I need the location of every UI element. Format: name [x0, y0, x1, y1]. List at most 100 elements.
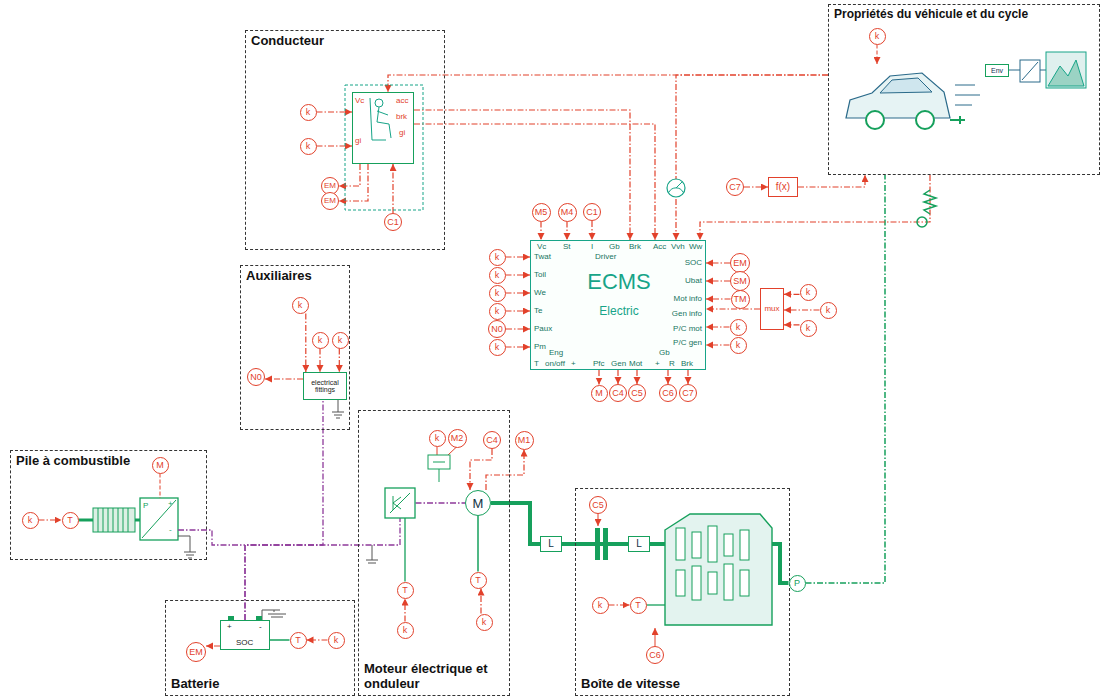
- circle-label: k: [318, 336, 323, 345]
- speed-sensor: [667, 179, 685, 197]
- gearbox-drawing: [692, 566, 701, 600]
- cycle-drawing: [1009, 52, 1086, 88]
- port-label: Gb: [659, 349, 670, 357]
- signal-circle: k: [730, 337, 747, 354]
- signal-connector: [265, 378, 303, 379]
- circle-label: k: [495, 343, 500, 352]
- signal-circle: k: [300, 104, 317, 121]
- signal-circle: k: [328, 632, 345, 649]
- signal-connector: [317, 111, 353, 112]
- signal-circle: k: [800, 284, 817, 301]
- signal-connector: [806, 175, 886, 583]
- port-label: Vc: [355, 97, 364, 105]
- circle-label: EM: [324, 197, 336, 205]
- port-label: Gb: [609, 243, 620, 251]
- signal-circle: k: [489, 267, 506, 284]
- vehicle-drawing: [950, 116, 965, 124]
- group-box: Moteur électrique et onduleurkM2C4MTkTk: [358, 410, 510, 696]
- circle-label: C6: [662, 389, 674, 398]
- group-heading: Batterie: [171, 677, 219, 692]
- gearbox-drawing: [708, 526, 717, 562]
- signal-circle: k: [489, 339, 506, 356]
- clutch-symbol: [595, 528, 600, 560]
- inverter-symbol: [366, 488, 415, 582]
- signal-circle: EM: [186, 642, 206, 662]
- fuel-cell-stack: [79, 519, 94, 522]
- signal-connector: [319, 349, 320, 373]
- signal-circle: k: [476, 614, 493, 631]
- circle-label: EM: [189, 648, 203, 657]
- circle-label: k: [435, 434, 440, 443]
- circle-label: C1: [387, 218, 399, 227]
- inverter-symbol: [390, 493, 410, 513]
- port-label: +: [227, 623, 232, 631]
- signal-connector: [339, 164, 368, 201]
- circle-label: C4: [612, 389, 624, 398]
- signal-connector: [506, 256, 531, 257]
- circle-label: EM: [733, 259, 747, 268]
- port-label: Pm: [534, 343, 546, 351]
- gearbox-drawing: [676, 570, 685, 596]
- signal-circle: TM: [731, 290, 750, 309]
- group-heading: Conducteur: [251, 34, 324, 49]
- port-label: Ww: [689, 243, 702, 251]
- circle-label: C1: [586, 208, 598, 217]
- cycle-drawing: [1009, 70, 1020, 71]
- gearbox-drawing: [740, 530, 749, 560]
- signal-connector: [317, 145, 353, 146]
- signal-circle: M: [591, 385, 608, 402]
- signal-circle: C6: [646, 646, 664, 664]
- port-label: Eng: [549, 349, 563, 357]
- signal-connector: [676, 75, 828, 240]
- port-label: P/C gen: [673, 339, 702, 347]
- fuel-cell-stack: [98, 508, 128, 532]
- group-box: Batterie+-SOCEMTk: [165, 600, 355, 696]
- gearbox-drawing: [740, 570, 749, 596]
- circle-label: N0: [491, 325, 503, 334]
- vehicle-drawing: [866, 111, 884, 129]
- inverter-symbol: [366, 545, 378, 563]
- signal-connector: [706, 262, 730, 263]
- signal-connector: [598, 370, 599, 385]
- port-label: St: [563, 243, 571, 251]
- group-box: AuxiliaireskkkN0electrical fittings: [240, 265, 350, 430]
- port-label: brk: [396, 113, 407, 121]
- port-label: +: [571, 360, 576, 368]
- circle-label: k: [298, 301, 303, 310]
- circle-label: M1: [518, 436, 531, 445]
- gearbox-drawing: [692, 532, 701, 558]
- signal-circle: k: [22, 512, 39, 529]
- clutch-symbol: [595, 514, 608, 561]
- port-label: SOC: [236, 639, 253, 647]
- signal-circle: C5: [628, 384, 646, 402]
- box-label: L: [548, 539, 554, 549]
- signal-connector: [784, 309, 820, 310]
- port-label: +: [655, 360, 660, 368]
- signal-connector: [414, 124, 655, 240]
- component-box: electrical fittings: [303, 372, 347, 400]
- signal-connector: [784, 294, 800, 295]
- signal-connector: [388, 75, 828, 92]
- signal-circle: C6: [659, 384, 677, 402]
- group-heading: Moteur électrique et onduleur: [364, 662, 504, 692]
- gain-block: [433, 462, 445, 463]
- unit-title: Electric: [599, 305, 638, 317]
- signal-connector: [706, 280, 730, 281]
- signal-circle: k: [489, 249, 506, 266]
- circle-label: k: [736, 341, 741, 350]
- gearbox-drawing: [655, 628, 656, 647]
- dc-converter: [178, 530, 245, 545]
- gearbox-drawing: [647, 514, 773, 647]
- box-label: L: [636, 539, 642, 549]
- port-label: R: [669, 360, 675, 368]
- signal-connector: [706, 344, 730, 345]
- ground-symbol: [262, 610, 286, 620]
- signal-connector: [414, 110, 630, 240]
- signal-circle: EM: [730, 253, 750, 273]
- signal-connector: [339, 164, 360, 186]
- circle-label: TM: [734, 295, 747, 304]
- cycle-drawing: [1022, 62, 1038, 80]
- circle-label: C7: [682, 389, 694, 398]
- vehicle-drawing: [846, 73, 950, 118]
- dc-converter: [160, 474, 161, 499]
